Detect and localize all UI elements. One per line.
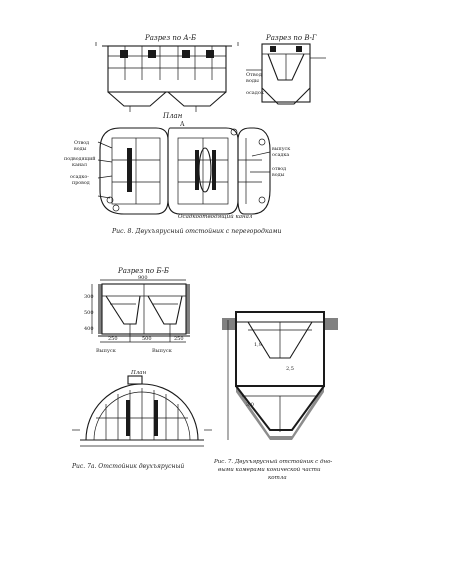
plan-callouts-right: выпуск осадка отвод воды	[272, 147, 290, 178]
fig2-side-dim-1: 300	[84, 294, 94, 300]
section-callout-2: воды	[246, 78, 259, 84]
callout-left-6: провод	[72, 181, 90, 186]
fig2-side-dim-3: 400	[84, 326, 94, 332]
plan-drawing: План А	[97, 112, 271, 215]
fig3-tank-drawing: 1,9 2,5 3,0	[222, 311, 338, 440]
figure3-caption-line3: котла	[268, 475, 287, 481]
fig2-bottom-dim-3: 250	[174, 336, 184, 342]
section-bb-drawing: Разрез по Б-Б 900 300 500 400 250	[84, 267, 190, 354]
section-ab-drawing: Разрез по А-Б	[95, 34, 239, 112]
fig2-section-title: Разрез по Б-Б	[117, 267, 169, 275]
callout-left-5: осадко-	[70, 175, 89, 180]
fig3-dim-3: 3,0	[246, 402, 254, 408]
callout-left-2: воды	[74, 147, 87, 152]
section-callout-1: Отвод	[246, 72, 262, 78]
fig2-bottom-dim-1: 250	[108, 336, 118, 342]
bottom-note: Осадкоотводящий канал	[178, 214, 253, 220]
callout-left-3: подводящий	[64, 156, 95, 162]
fig2-plan-title: План	[130, 370, 147, 376]
fig3-dim-2: 2,5	[286, 366, 294, 372]
callout-right-4: воды	[272, 173, 285, 178]
figure3-caption-line2: выми камерами конической части	[218, 467, 321, 473]
callout-right-1: выпуск	[272, 147, 290, 152]
fig2-bottom-label-1: Выпуск	[96, 348, 117, 354]
section-ab-title: Разрез по А-Б	[144, 34, 196, 42]
callout-right-2: осадка	[272, 153, 289, 158]
section-callout-3: осадок	[246, 90, 265, 96]
fig2-top-dim: 900	[138, 275, 148, 281]
figure3-caption-line1: Рис. 7. Двухъярусный отстойник с дно-	[213, 459, 332, 465]
fig2-side-dim-2: 500	[84, 310, 94, 316]
plan-title: План	[162, 112, 183, 120]
fig2-bottom-label-2: Выпуск	[152, 348, 173, 354]
figure2-caption: Рис. 7а. Отстойник двухъярусный	[71, 463, 184, 470]
plan-axis-mark: А	[180, 121, 185, 128]
fig2-plan-drawing: План	[72, 370, 212, 447]
fig3-dim-1: 1,9	[254, 342, 262, 348]
plan-callouts-left: Отвод воды подводящий канал осадко- пров…	[64, 140, 95, 186]
fig2-bottom-dim-2: 500	[142, 336, 152, 342]
section-vg-drawing: Разрез по В-Г Отвод воды осадок	[246, 34, 326, 105]
callout-left-1: Отвод	[74, 140, 89, 146]
figure1-caption: Рис. 8. Двухъярусный отстойник с перегор…	[111, 228, 281, 235]
callout-left-4: канал	[72, 163, 87, 168]
section-vg-title: Разрез по В-Г	[265, 34, 317, 42]
callout-right-3: отвод	[272, 167, 286, 172]
